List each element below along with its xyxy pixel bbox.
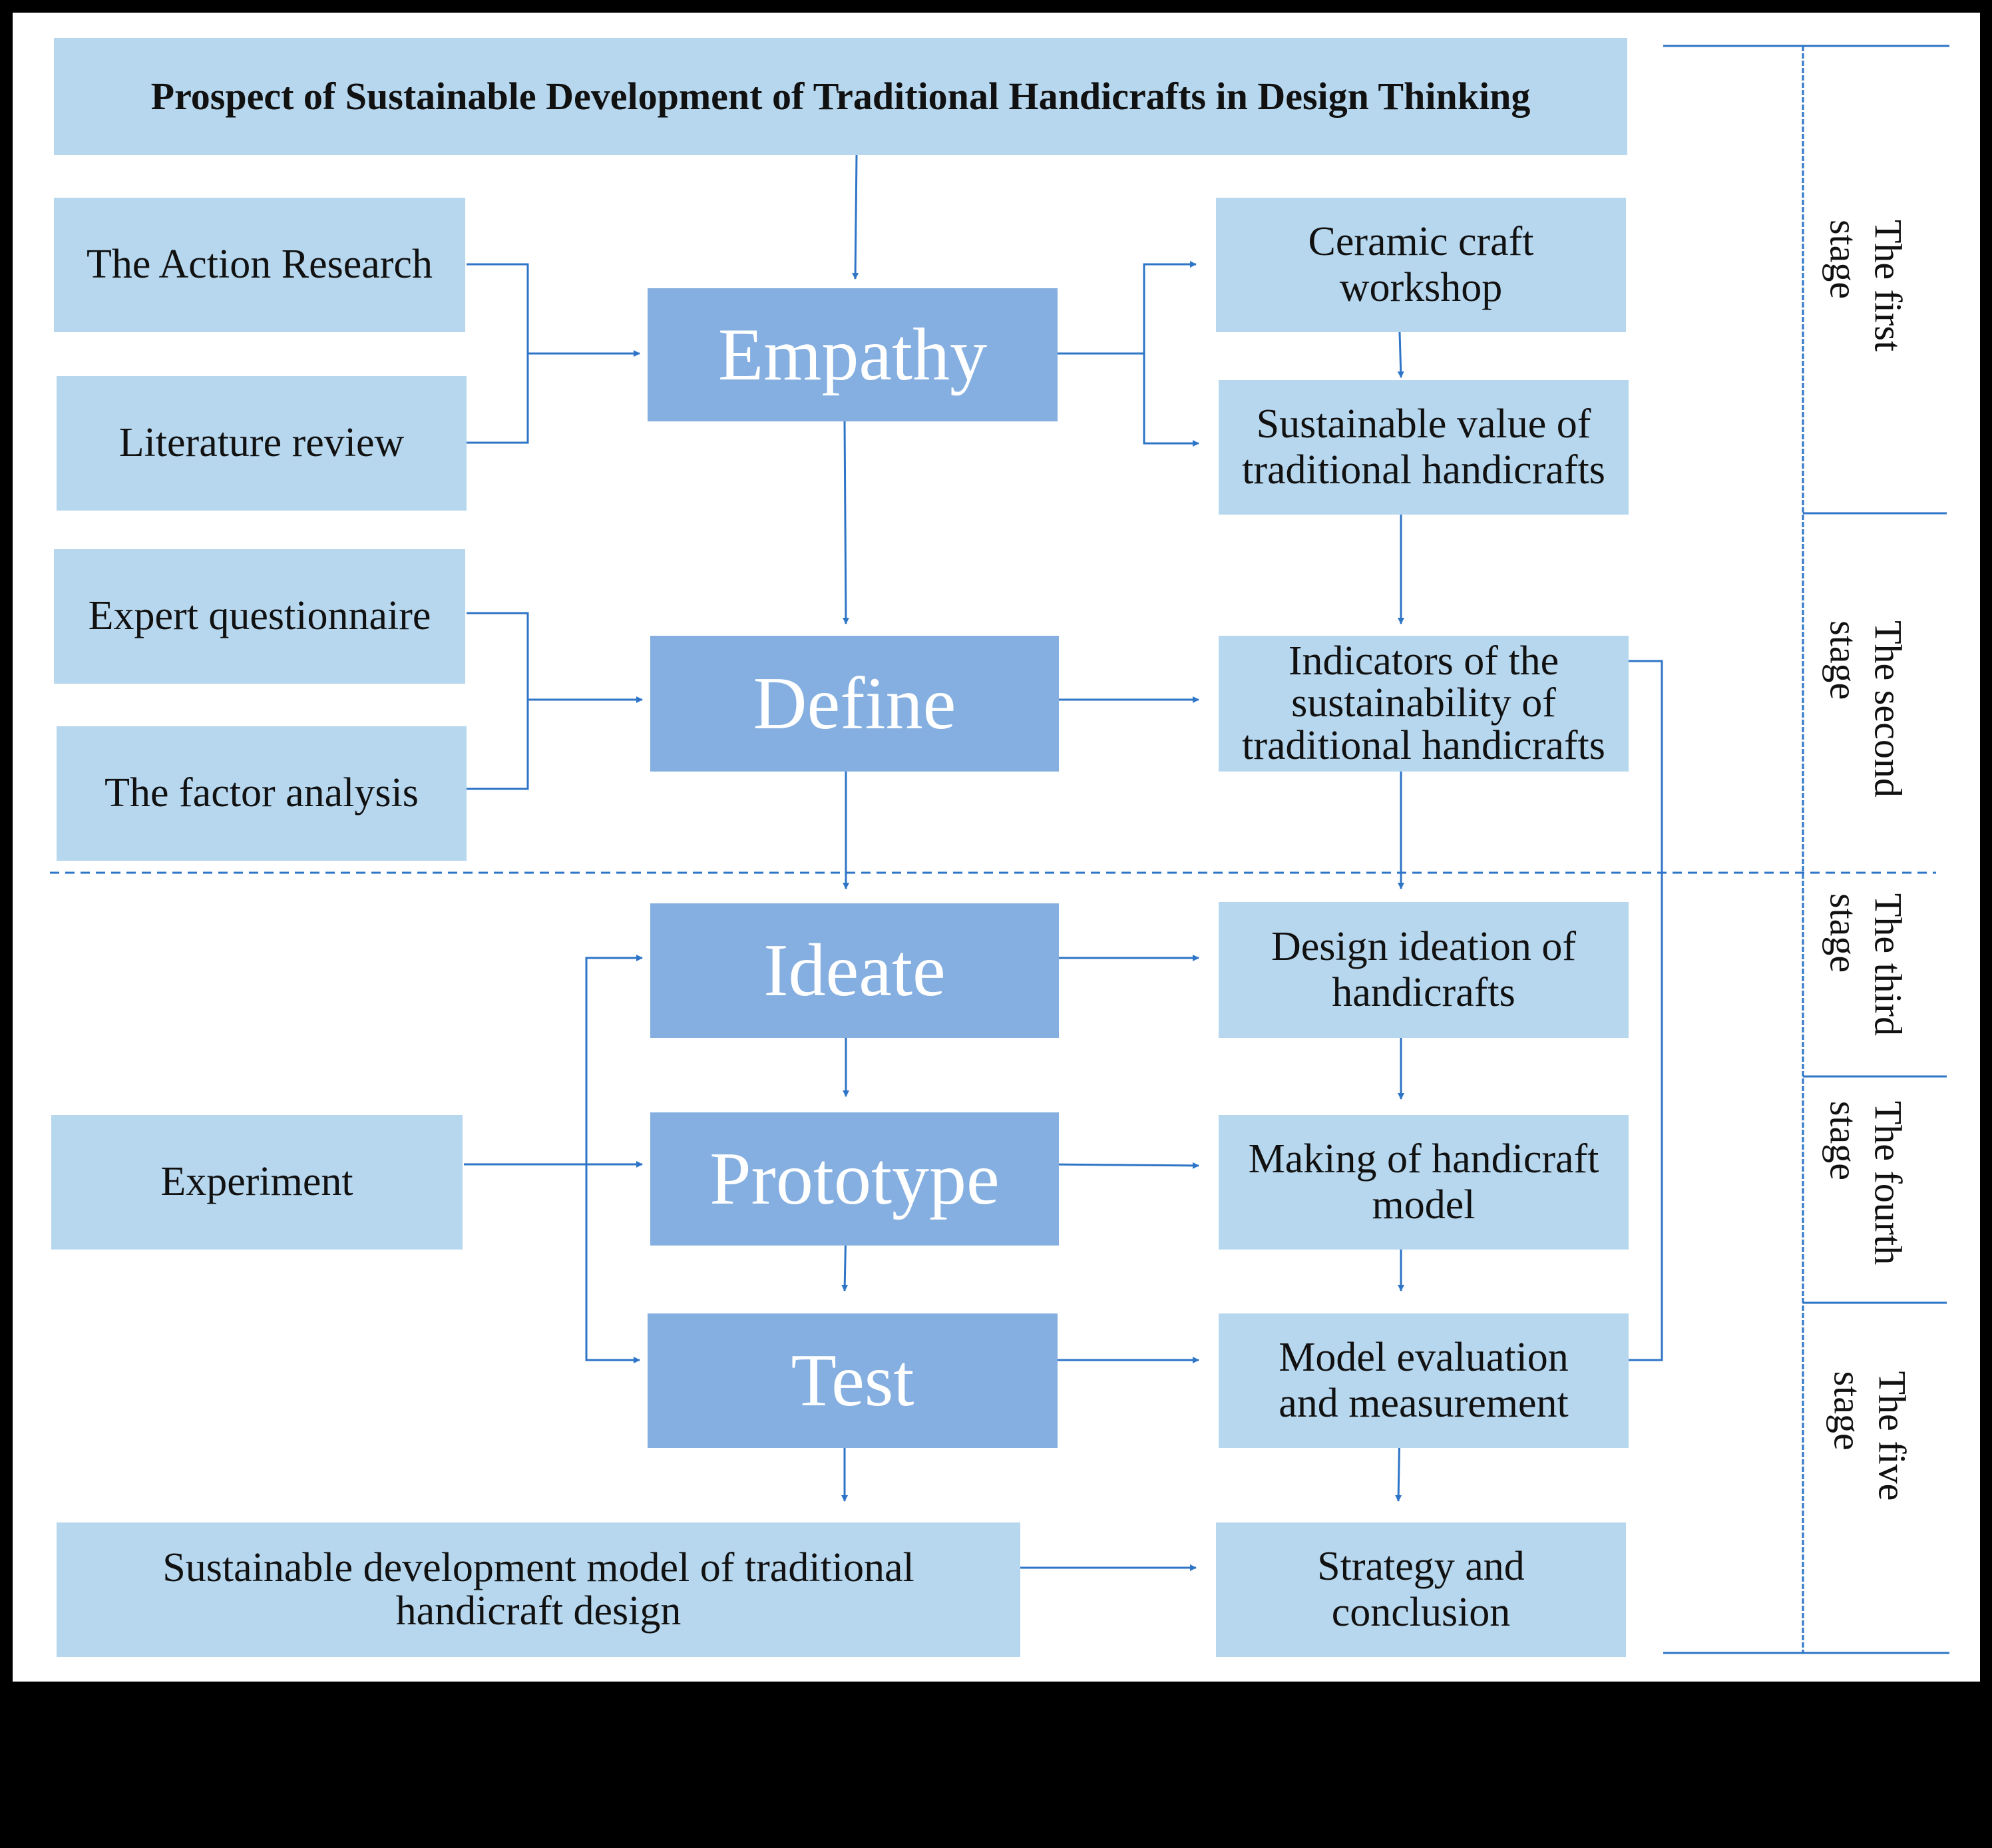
connector-prototype-making <box>1045 1162 1199 1169</box>
stage-label-fifth: The five stage <box>1826 1371 1914 1501</box>
method-literature-review: Literature review <box>57 376 467 511</box>
diagram-canvas: Prospect of Sustainable Development of T… <box>13 13 1980 1682</box>
method-factor-analysis: The factor analysis <box>57 726 467 861</box>
connector-layer <box>50 45 1949 1654</box>
final-model: Sustainable development model of traditi… <box>57 1522 1020 1657</box>
stage-label-fourth: The fourth stage <box>1822 1100 1910 1266</box>
stage-label-first: The first stage <box>1822 219 1910 352</box>
method-expert-questionnaire: Expert questionnaire <box>54 549 465 684</box>
phase-define: Define <box>650 636 1059 772</box>
output-strategy: Strategy and conclusion <box>1216 1522 1626 1657</box>
connector-workshop-value <box>1397 332 1404 378</box>
connector-empathy-define <box>842 421 849 624</box>
output-sustainable-value: Sustainable value of traditional handicr… <box>1219 380 1629 515</box>
connector-empathy-value <box>1143 353 1199 447</box>
connector-action-research <box>467 263 529 444</box>
phase-empathy: Empathy <box>648 288 1058 421</box>
method-action-research: The Action Research <box>54 198 465 332</box>
stage-label-third: The third stage <box>1822 893 1910 1037</box>
output-ceramic-workshop: Ceramic craft workshop <box>1216 198 1626 332</box>
output-indicators: Indicators of the sustainability of trad… <box>1219 636 1629 772</box>
connector-experiment-test <box>585 1164 640 1363</box>
phase-prototype: Prototype <box>650 1112 1059 1246</box>
output-model-evaluation: Model evaluation and measurement <box>1219 1313 1629 1448</box>
phase-test: Test <box>648 1313 1058 1448</box>
connector-expert-questionnaire <box>467 612 529 790</box>
connector-indicators-evaluation <box>1603 660 1663 1363</box>
connector-experiment-ideate <box>585 955 643 1164</box>
phase-ideate: Ideate <box>650 903 1059 1038</box>
stage-label-second: The second stage <box>1822 620 1910 798</box>
output-design-ideation: Design ideation of handicrafts <box>1219 902 1629 1038</box>
connector-empathy-outputs <box>1043 261 1197 355</box>
method-experiment: Experiment <box>51 1115 463 1250</box>
connector-title-empathy <box>852 154 859 280</box>
output-model-making: Making of handicraft model <box>1219 1115 1629 1250</box>
diagram-title: Prospect of Sustainable Development of T… <box>54 38 1627 155</box>
